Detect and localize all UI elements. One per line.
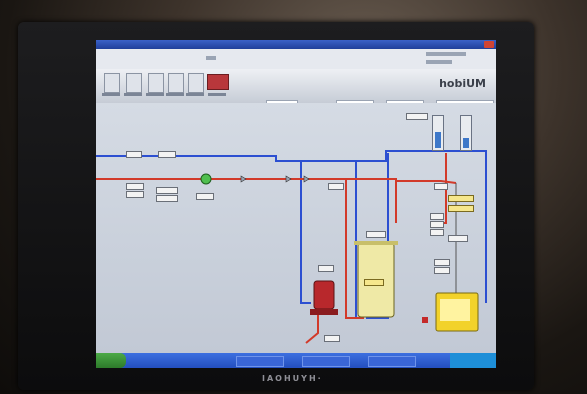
sensor-tag[interactable] (156, 195, 178, 202)
gauge-level-fill (463, 137, 469, 148)
sensor-tag[interactable] (434, 183, 448, 190)
boiler-label (318, 265, 334, 272)
start-button-icon[interactable] (96, 353, 126, 368)
taskbar (96, 353, 496, 368)
toolbar-label (102, 93, 120, 96)
supply-pipe (396, 180, 457, 184)
tank-top (354, 241, 398, 245)
toolbar-button[interactable] (188, 73, 204, 93)
toolbar-button[interactable] (148, 73, 164, 93)
alarm-button[interactable] (207, 74, 229, 90)
instrument-readout[interactable] (448, 195, 474, 202)
toolbar-button[interactable] (104, 73, 120, 93)
boiler-tag[interactable] (324, 335, 340, 342)
boiler-base (310, 309, 338, 315)
sensor-tag[interactable] (448, 235, 468, 242)
taskbar-item[interactable] (368, 356, 416, 367)
sensor-tag[interactable] (406, 113, 428, 120)
valve-icon (240, 175, 247, 183)
toolbar-label (166, 93, 184, 96)
monitor-brand-label: IAOHUYH· (262, 374, 323, 383)
instrument-readout[interactable] (448, 205, 474, 212)
menu-bar (96, 49, 496, 69)
taskbar-item[interactable] (236, 356, 284, 367)
menu-item[interactable] (426, 60, 452, 64)
window-close-icon[interactable] (484, 41, 494, 48)
menu-item[interactable] (206, 56, 216, 60)
pump-icon (200, 173, 212, 185)
toolbar-label (186, 93, 204, 96)
sensor-tag[interactable] (430, 213, 444, 220)
window-title-bar (96, 40, 496, 49)
sensor-tag[interactable] (430, 229, 444, 236)
monitor-screen: hobiUM (96, 40, 496, 368)
sensor-tag[interactable] (126, 183, 144, 190)
supply-pipe (346, 178, 397, 223)
toolbar (96, 69, 496, 124)
level-gauge-right (460, 115, 472, 151)
valve-icon (303, 175, 310, 183)
return-pipe (354, 161, 357, 319)
return-pipe (96, 150, 487, 303)
sensor-tag[interactable] (126, 151, 142, 158)
system-tray (450, 353, 496, 368)
toolbar-button[interactable] (126, 73, 142, 93)
sensor-tag[interactable] (430, 221, 444, 228)
toolbar-button[interactable] (168, 73, 184, 93)
control-panel-window (440, 299, 470, 321)
gauge-level-fill (435, 131, 441, 148)
tank-readout[interactable] (364, 279, 384, 286)
toolbar-label (146, 93, 164, 96)
valve-icon (285, 175, 292, 183)
sensor-tag[interactable] (434, 267, 450, 274)
sensor-tag[interactable] (126, 191, 144, 198)
sensor-tag[interactable] (328, 183, 344, 190)
sensor-tag[interactable] (196, 193, 214, 200)
taskbar-item[interactable] (302, 356, 350, 367)
toolbar-label (124, 93, 142, 96)
boiler-icon (313, 280, 335, 310)
return-pipe (300, 161, 311, 304)
alarm-indicator (422, 317, 428, 323)
sensor-tag[interactable] (158, 151, 176, 158)
toolbar-label (208, 93, 226, 96)
app-logo: hobiUM (439, 77, 486, 90)
supply-pipe (96, 178, 364, 319)
menu-item[interactable] (426, 52, 466, 56)
sensor-tag[interactable] (366, 231, 386, 238)
sensor-tag[interactable] (156, 187, 178, 194)
level-gauge-left (432, 115, 444, 151)
return-pipe (366, 153, 389, 319)
process-diagram-area (96, 103, 496, 353)
sensor-tag[interactable] (434, 259, 450, 266)
